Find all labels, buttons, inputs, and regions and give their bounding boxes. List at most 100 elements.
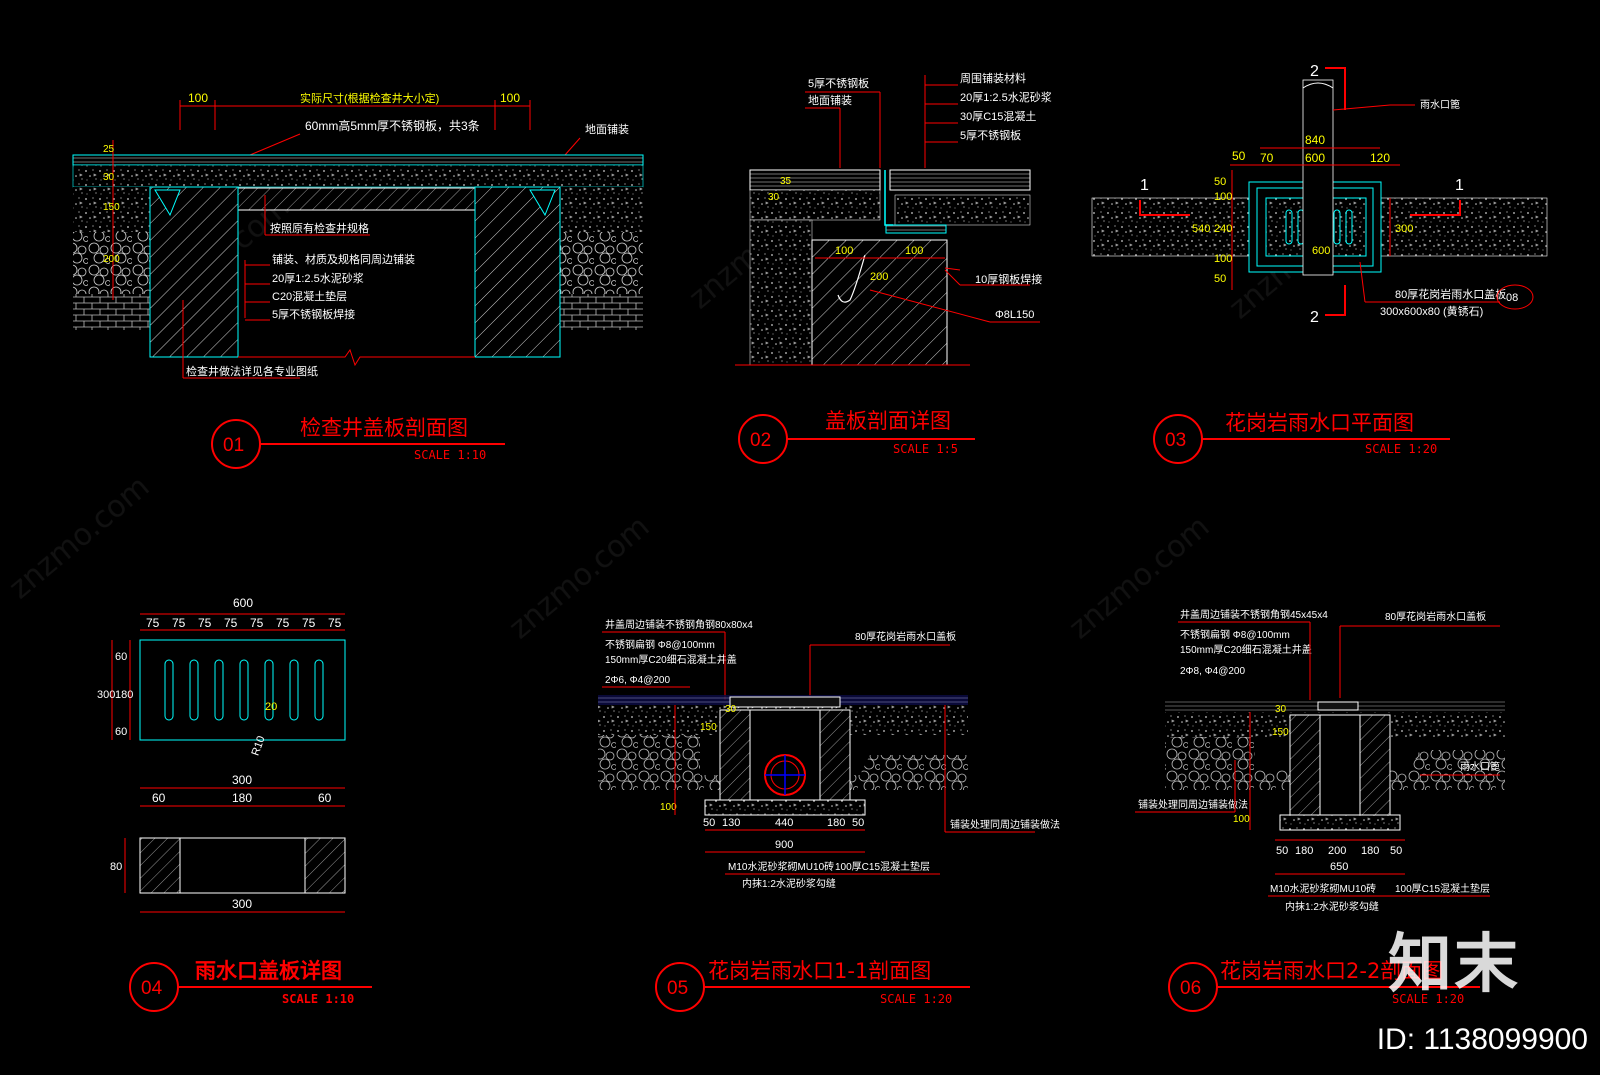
p03-dim-top: 50 xyxy=(1232,149,1246,163)
p01-note-mid: 按照原有检查井规格 xyxy=(270,221,369,235)
p06-dim-total: 650 xyxy=(1330,861,1348,873)
title-scale: SCALE 1:10 xyxy=(282,992,354,1006)
title-id: 02 xyxy=(750,430,771,451)
p01-layer: 5厚不锈钢板焊接 xyxy=(272,307,355,321)
title-scale: SCALE 1:20 xyxy=(880,992,952,1006)
p06-dim-bottom: 180 xyxy=(1295,845,1313,857)
p03-dim-left: 100 xyxy=(1214,253,1232,265)
p01-note-surface: 地面铺装 xyxy=(585,123,629,136)
p04-top-part: 75 xyxy=(250,616,264,630)
watermark-text: znzmo.com xyxy=(3,469,157,606)
p06-dim-v: 150 xyxy=(1272,727,1289,738)
p05-note-left: 150mm厚C20细石混凝土井盖 xyxy=(605,653,737,666)
p03-dim-right: 300 xyxy=(1395,223,1413,235)
p06-note-bottom: 内抹1:2水泥砂浆勾缝 xyxy=(1285,900,1379,913)
p05-note-left: 不锈钢扁钢 Φ8@100mm xyxy=(605,638,715,651)
title-id: 05 xyxy=(667,978,688,999)
p04-bottom-total: 300 xyxy=(232,773,252,787)
p05-note-left: 井盖周边铺装不锈钢角钢80x80x4 xyxy=(605,618,753,631)
p02-note-pipe: Φ8L150 xyxy=(995,309,1034,321)
p02-dim: 100 xyxy=(905,245,923,257)
title-text: 检查井盖板剖面图 xyxy=(300,416,468,440)
p01-vdim: 30 xyxy=(103,172,115,183)
p02-note-anchor: 10厚钢板焊接 xyxy=(975,272,1042,286)
p01-vdim: 200 xyxy=(103,254,120,265)
p04-left-part: 60 xyxy=(115,651,127,663)
p04-slot-w: 20 xyxy=(265,701,277,713)
p04-top-part: 75 xyxy=(302,616,316,630)
p05-dim-v: 100 xyxy=(660,802,677,813)
p05-dim-bottom: 130 xyxy=(722,817,740,829)
p06-dim-bottom: 50 xyxy=(1390,845,1402,857)
p04-top-part: 75 xyxy=(198,616,212,630)
p03-dim-left: 50 xyxy=(1214,176,1226,188)
p01-layer: 20厚1:2.5水泥砂浆 xyxy=(272,271,364,285)
p04-top-part: 75 xyxy=(172,616,186,630)
p05-dim-bottom: 50 xyxy=(703,817,715,829)
p06-dim-v: 30 xyxy=(1275,704,1287,715)
p03-dim-left: 240 xyxy=(1214,223,1232,235)
p03-dim-top: 600 xyxy=(1305,151,1325,165)
p06-dim-v: 100 xyxy=(1233,814,1250,825)
title-id: 04 xyxy=(141,978,163,999)
title-id: 06 xyxy=(1180,978,1201,999)
p01-vdim: 25 xyxy=(103,144,115,155)
p04-top-part: 75 xyxy=(224,616,238,630)
p06-note-left: 不锈钢扁钢 Φ8@100mm xyxy=(1180,628,1290,641)
p06-note-bottom: M10水泥砂浆砌MU10砖 xyxy=(1270,882,1376,895)
p04-top-total: 600 xyxy=(233,596,253,610)
p04-left-part: 60 xyxy=(115,726,127,738)
p03-dim-top: 120 xyxy=(1370,151,1390,165)
p06-dim-bottom: 200 xyxy=(1328,845,1346,857)
title-text: 盖板剖面详图 xyxy=(825,409,951,433)
p04-bottom-part: 180 xyxy=(232,791,252,805)
panel-05-drawing: 井盖周边铺装不锈钢角钢80x80x4 不锈钢扁钢 Φ8@100mm 150mm厚… xyxy=(598,618,1060,890)
p05-dim-v: 30 xyxy=(725,704,737,715)
p03-dim-left: 50 xyxy=(1214,273,1226,285)
p03-detail-ref: 08 xyxy=(1506,292,1518,304)
p05-note-bottom: M10水泥砂浆砌MU10砖 xyxy=(728,860,834,873)
p04-top-part: 75 xyxy=(146,616,160,630)
p03-section-mark: 1 xyxy=(1455,177,1464,194)
title-scale: SCALE 1:5 xyxy=(893,442,958,456)
panel-06-drawing: 井盖周边铺装不锈钢角钢45x45x4 不锈钢扁钢 Φ8@100mm 150mm厚… xyxy=(1135,608,1505,913)
p02-note-left: 地面铺装 xyxy=(808,94,852,107)
p05-dim-bottom: 440 xyxy=(775,817,793,829)
panel-03-drawing: 840 50 70 600 120 50 100 540 240 100 50 … xyxy=(1091,63,1548,326)
title-scale: SCALE 1:10 xyxy=(414,448,486,462)
p03-dim-top: 840 xyxy=(1305,133,1325,147)
p06-dim-bottom: 180 xyxy=(1361,845,1379,857)
p02-note-right: 周围铺装材料 xyxy=(960,71,1026,85)
title-id: 03 xyxy=(1165,430,1186,451)
p06-note-left: 井盖周边铺装不锈钢角钢45x45x4 xyxy=(1180,608,1328,621)
image-id-label: ID: 1138099900 xyxy=(1376,1023,1588,1056)
p05-note-base: 100厚C15混凝土垫层 xyxy=(835,860,930,873)
p05-dim-bottom: 50 xyxy=(852,817,864,829)
title-text: 花岗岩雨水口平面图 xyxy=(1225,411,1414,435)
p01-dim-mid: 实际尺寸(根据检查井大小定) xyxy=(300,91,439,105)
p01-vdim: 150 xyxy=(103,202,120,213)
p02-dim: 30 xyxy=(768,192,780,203)
p04-left-part: 180 xyxy=(115,689,133,701)
title-id: 01 xyxy=(223,435,244,456)
p03-dim-top: 70 xyxy=(1260,151,1274,165)
p05-note-bottom: 内抹1:2水泥砂浆勾缝 xyxy=(742,877,836,890)
p04-bottom-part: 60 xyxy=(152,791,166,805)
p01-layer: C20混凝土垫层 xyxy=(272,289,347,303)
p04-left-total: 300 xyxy=(97,689,115,701)
p06-note-side: 雨水口篦 xyxy=(1460,760,1500,773)
brand-logo: 知末 xyxy=(1388,928,1520,1002)
p04-top-part: 75 xyxy=(328,616,342,630)
p02-dim: 35 xyxy=(780,176,792,187)
title-text: 花岗岩雨水口1-1剖面图 xyxy=(708,959,931,983)
panel-02-drawing: 5厚不锈钢板 地面铺装 周围铺装材料 20厚1:2.5水泥砂浆 30厚C15混凝… xyxy=(735,71,1052,366)
p06-note-left2: 铺装处理同周边铺装做法 xyxy=(1138,798,1248,811)
p02-dim: 200 xyxy=(870,271,888,283)
p05-note-right: 80厚花岗岩雨水口盖板 xyxy=(855,630,956,643)
p02-dim: 100 xyxy=(835,245,853,257)
p02-note-right: 20厚1:2.5水泥砂浆 xyxy=(960,90,1052,104)
p04-section-h: 80 xyxy=(110,861,122,873)
p01-note-bottom: 检查井做法详见各专业图纸 xyxy=(186,364,318,378)
p06-dim-bottom: 50 xyxy=(1276,845,1288,857)
